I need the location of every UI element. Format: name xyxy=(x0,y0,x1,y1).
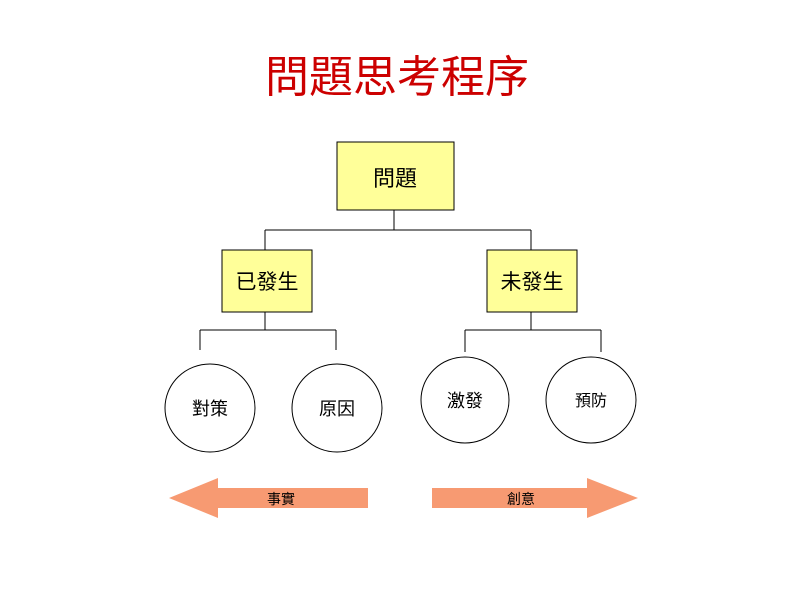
connector-left-branch xyxy=(199,312,337,350)
slide-title: 問題思考程序 xyxy=(265,52,529,103)
connector-root xyxy=(264,210,532,250)
connector-right-branch xyxy=(464,312,602,352)
node-leaf-3: 激發 xyxy=(420,356,510,444)
arrow-right-shape xyxy=(432,478,638,518)
node-leaf-4-label: 預防 xyxy=(575,391,607,410)
node-left-branch: 已發生 xyxy=(221,249,313,313)
arrow-left: 事實 xyxy=(169,478,368,518)
arrow-left-shape xyxy=(169,478,368,518)
node-root-label: 問題 xyxy=(373,167,417,192)
node-left-branch-label: 已發生 xyxy=(236,270,299,294)
node-root: 問題 xyxy=(336,141,455,211)
arrow-right-label: 創意 xyxy=(507,491,535,508)
node-leaf-2: 原因 xyxy=(291,363,383,453)
arrow-left-label: 事實 xyxy=(267,491,295,508)
node-leaf-4: 預防 xyxy=(545,356,637,444)
node-leaf-2-label: 原因 xyxy=(319,399,355,420)
node-right-branch: 未發生 xyxy=(486,249,578,313)
node-leaf-1: 對策 xyxy=(164,363,256,453)
node-leaf-1-label: 對策 xyxy=(192,399,228,420)
arrow-right: 創意 xyxy=(432,478,638,518)
node-right-branch-label: 未發生 xyxy=(501,270,564,294)
node-leaf-3-label: 激發 xyxy=(447,391,483,412)
